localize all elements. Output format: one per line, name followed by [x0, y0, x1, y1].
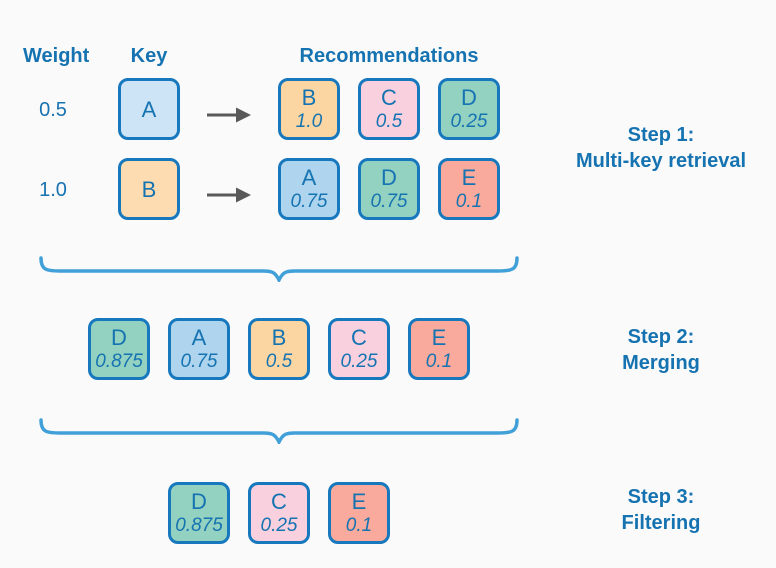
rec-box: A 0.75 — [278, 158, 340, 220]
rec-box: C 0.5 — [358, 78, 420, 140]
rec-box: E 0.1 — [438, 158, 500, 220]
rec-box-label: C — [381, 85, 397, 110]
merged-box-score: 0.5 — [265, 351, 293, 372]
merged-box: D 0.875 — [88, 318, 150, 380]
merged-box-label: E — [431, 325, 447, 350]
filtered-box-label: C — [271, 489, 287, 514]
rec-box-score: 0.5 — [375, 111, 403, 132]
rec-box-label: D — [461, 85, 477, 110]
step2-label-line2: Merging — [622, 352, 700, 374]
merged-box: B 0.5 — [248, 318, 310, 380]
filtered-box: E 0.1 — [328, 482, 390, 544]
merged-box-score: 0.25 — [340, 351, 378, 372]
merged-box-label: B — [271, 325, 287, 350]
rec-box-label: E — [461, 165, 477, 190]
underbrace-icon — [39, 256, 519, 282]
rec-box-label: D — [381, 165, 397, 190]
rec-box-score: 0.1 — [455, 191, 483, 212]
step1-label-line2: Multi-key retrieval — [575, 150, 747, 172]
merged-box-score: 0.1 — [425, 351, 453, 372]
rec-box-label: B — [301, 85, 317, 110]
key-box-label: B — [141, 176, 157, 202]
header-recommendations: Recommendations — [299, 45, 479, 67]
filtered-box-score: 0.25 — [260, 515, 298, 536]
rec-box: D 0.75 — [358, 158, 420, 220]
merged-box-score: 0.875 — [95, 351, 143, 372]
weight-value: 0.5 — [39, 99, 67, 121]
header-weight: Weight — [23, 45, 90, 67]
arrow-right-icon — [207, 107, 251, 123]
rec-box: D 0.25 — [438, 78, 500, 140]
key-box: B — [118, 158, 180, 220]
merged-box: E 0.1 — [408, 318, 470, 380]
underbrace-icon — [39, 418, 519, 444]
filtered-box: D 0.875 — [168, 482, 230, 544]
merged-box-score: 0.75 — [180, 351, 218, 372]
filtered-box-label: D — [191, 489, 207, 514]
step3-label: Step 3: Filtering — [545, 484, 776, 536]
filtered-box-score: 0.1 — [345, 515, 373, 536]
step2-label: Step 2: Merging — [545, 324, 776, 376]
step1-label-line1: Step 1: — [627, 124, 695, 146]
filtered-box-score: 0.875 — [175, 515, 223, 536]
rec-box-score: 0.75 — [370, 191, 408, 212]
header-key: Key — [130, 45, 168, 67]
key-box-label: A — [141, 96, 157, 122]
merged-box-label: D — [111, 325, 127, 350]
merged-box-label: C — [351, 325, 367, 350]
filtered-box: C 0.25 — [248, 482, 310, 544]
step1-label: Step 1: Multi-key retrieval — [545, 122, 776, 174]
merged-box-label: A — [191, 325, 207, 350]
rec-box-score: 0.75 — [290, 191, 328, 212]
weight-value: 1.0 — [39, 179, 67, 201]
merged-box: C 0.25 — [328, 318, 390, 380]
rec-box-score: 0.25 — [450, 111, 488, 132]
arrow-right-icon — [207, 187, 251, 203]
merged-box: A 0.75 — [168, 318, 230, 380]
key-box: A — [118, 78, 180, 140]
filtered-box-label: E — [351, 489, 367, 514]
rec-box-score: 1.0 — [295, 111, 323, 132]
rec-box-label: A — [301, 165, 317, 190]
step2-label-line1: Step 2: — [627, 326, 695, 348]
step3-label-line2: Filtering — [621, 512, 701, 534]
step3-label-line1: Step 3: — [627, 486, 695, 508]
rec-box: B 1.0 — [278, 78, 340, 140]
